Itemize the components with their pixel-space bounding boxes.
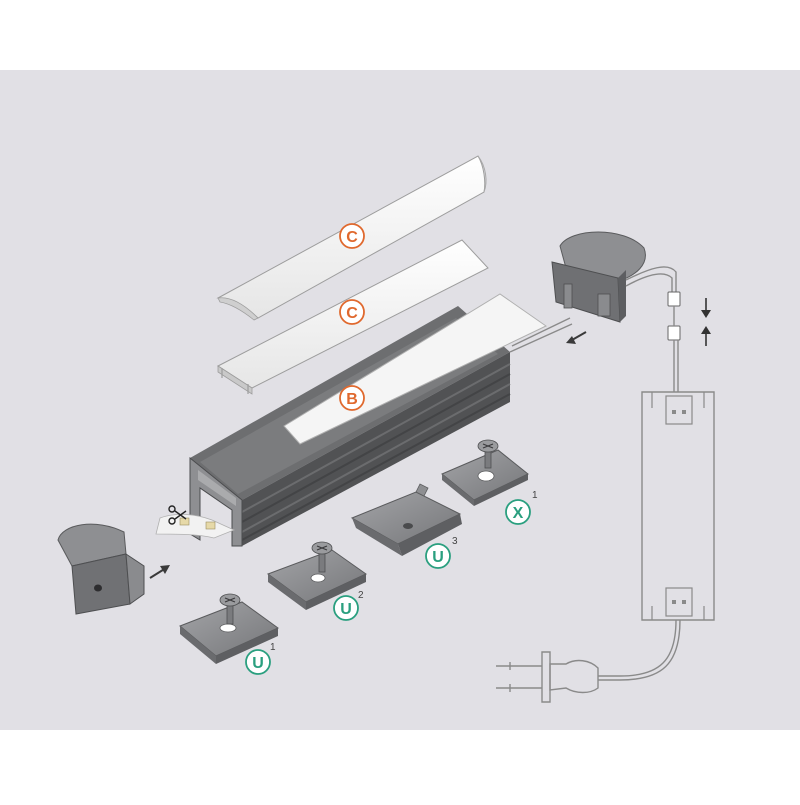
- cable-connector: [667, 291, 681, 392]
- push-arrow-icon: [566, 331, 587, 344]
- label-clip-u2: U 2: [333, 590, 364, 621]
- led-chip: [205, 521, 216, 530]
- mounting-clip-x1: [441, 449, 529, 506]
- power-plug-icon: [496, 651, 599, 703]
- led-cable: [509, 266, 677, 353]
- scissors-icon: [168, 505, 187, 525]
- label-index: 1: [532, 490, 538, 501]
- label-led-strip: B: [339, 385, 365, 411]
- label-clip-x1: X 1: [505, 490, 538, 525]
- left-end-cap: [57, 523, 145, 615]
- label-letter: C: [346, 229, 358, 246]
- mounting-clip-u2: [266, 549, 367, 610]
- right-end-cap: [551, 231, 646, 323]
- push-arrow-icon: [149, 565, 170, 579]
- label-letter: U: [432, 549, 444, 566]
- label-diffuser-round: C: [339, 223, 365, 249]
- mounting-clip-u1: [179, 601, 279, 664]
- screw-icon: [477, 439, 499, 469]
- label-index: 3: [452, 536, 458, 547]
- screw-icon: [219, 593, 241, 625]
- led-chip: [179, 517, 190, 526]
- label-letter: U: [340, 601, 352, 618]
- label-letter: C: [346, 305, 358, 322]
- label-letter: B: [346, 391, 358, 408]
- mounting-clip-u3: [350, 483, 462, 556]
- led-driver-icon: [641, 391, 715, 621]
- label-index: 2: [358, 590, 364, 601]
- screw-icon: [311, 541, 333, 573]
- label-diffuser-flat: C: [339, 299, 365, 325]
- mains-cable: [598, 619, 681, 681]
- compress-arrows-icon: [701, 298, 711, 346]
- label-clip-u1: U 1: [245, 642, 276, 675]
- label-letter: X: [513, 505, 524, 522]
- label-letter: U: [252, 655, 264, 672]
- label-clip-u3: U 3: [425, 536, 458, 569]
- label-index: 1: [270, 642, 276, 653]
